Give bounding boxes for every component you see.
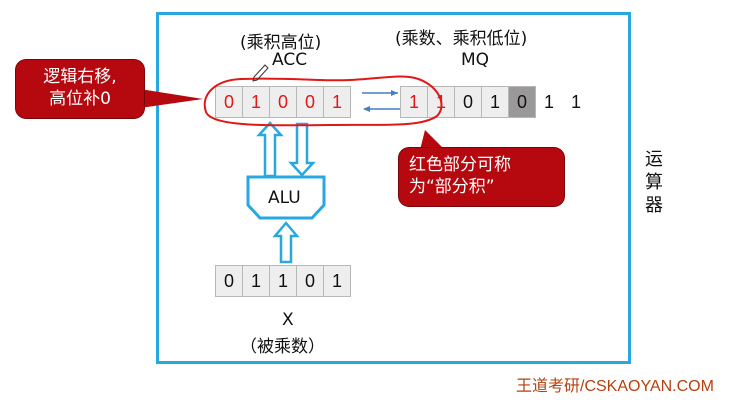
mq-bit: 1 — [481, 86, 509, 118]
shifted-out-bit: 1 — [570, 91, 581, 112]
acc-label: ACC — [272, 50, 308, 70]
arrow-up-x-to-alu-icon — [272, 221, 300, 264]
callout-partial-product: 红色部分可称 为“部分积” — [399, 148, 564, 206]
callout-partial-tail — [420, 130, 445, 150]
frame-label-vertical: 运算器 — [645, 149, 663, 216]
callout-shift-tail — [140, 89, 203, 108]
arrowhead-left-icon — [363, 106, 370, 112]
acc-register: 0 1 0 0 1 — [215, 86, 351, 118]
shifted-out-bit: 1 — [543, 91, 554, 112]
x-caption: （被乘数） — [240, 337, 325, 357]
x-bit: 1 — [323, 265, 351, 297]
acc-bit: 0 — [215, 86, 243, 118]
mq-bit: 0 — [454, 86, 482, 118]
partial-product-outline — [203, 75, 443, 127]
alu-unit-frame — [156, 12, 631, 364]
acc-bit: 0 — [296, 86, 324, 118]
mq-label: MQ — [461, 50, 490, 70]
x-bit: 0 — [296, 265, 324, 297]
x-register: 0 1 1 0 1 — [215, 265, 351, 297]
arrow-down-acc-to-alu-icon — [288, 122, 316, 177]
acc-bit: 0 — [269, 86, 297, 118]
mq-register: 1 1 0 1 0 1 1 — [400, 86, 589, 118]
arrowhead-right-icon — [391, 90, 398, 96]
callout-partial-line1: 红色部分可称 — [409, 155, 511, 175]
callout-shift-line1: 逻辑右移, — [43, 67, 117, 87]
alu-label: ALU — [268, 188, 301, 208]
alu-shape — [246, 175, 326, 220]
watermark: 王道考研/CSKAOYAN.COM — [516, 378, 714, 395]
callout-shift: 逻辑右移, 高位补0 — [16, 60, 144, 118]
acc-bit: 1 — [323, 86, 351, 118]
callout-shift-line2: 高位补0 — [49, 89, 111, 109]
arrow-up-alu-to-acc-icon — [256, 121, 284, 178]
x-label: X — [282, 310, 294, 330]
pencil-icon — [252, 64, 269, 82]
mq-bit-lowest: 0 — [508, 86, 536, 118]
callout-partial-line2: 为“部分积” — [409, 177, 495, 197]
acc-caption: (乘积高位) — [240, 33, 322, 53]
mq-caption: (乘数、乘积低位) — [395, 29, 528, 49]
x-bit: 1 — [242, 265, 270, 297]
x-bit: 0 — [215, 265, 243, 297]
